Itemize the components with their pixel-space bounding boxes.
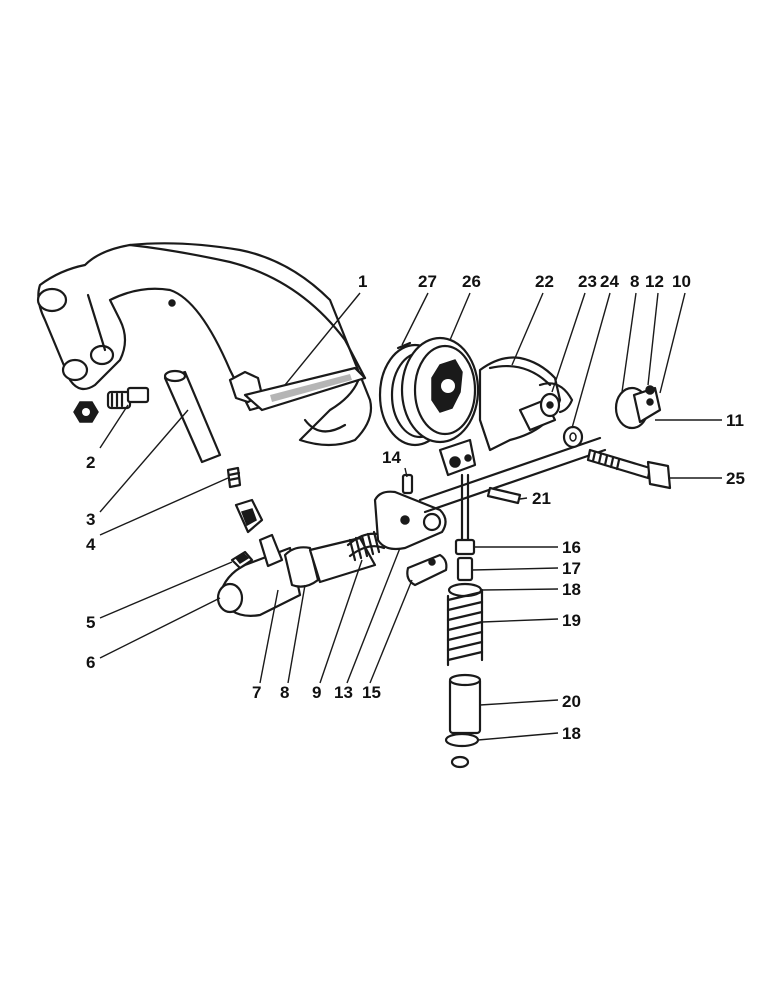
callout-8a: 8 (280, 683, 289, 702)
callout-13: 13 (334, 683, 353, 702)
callout-9: 9 (312, 683, 321, 702)
callout-25: 25 (726, 469, 745, 488)
callout-26: 26 (462, 272, 481, 291)
callout-18a: 18 (562, 580, 581, 599)
callout-3: 3 (86, 510, 95, 529)
callout-5: 5 (86, 613, 95, 632)
callout-27: 27 (418, 272, 437, 291)
callout-15: 15 (362, 683, 381, 702)
small-pin (401, 473, 414, 495)
callout-4: 4 (86, 535, 96, 554)
callout-8b: 8 (630, 272, 639, 291)
cross-shaft (418, 436, 607, 514)
callout-1: 1 (358, 272, 367, 291)
nut-and-bolt (73, 386, 150, 423)
callout-12: 12 (645, 272, 664, 291)
pivot-pin (406, 553, 448, 587)
washer (562, 425, 584, 449)
callout-7: 7 (252, 683, 261, 702)
callout-18b: 18 (562, 724, 581, 743)
callout-21: 21 (532, 489, 551, 508)
pin-rod (163, 369, 222, 464)
callout-labels: 1 2 3 4 5 6 7 8 9 13 15 14 21 16 17 18 1… (86, 272, 745, 743)
adjusting-screw (226, 466, 264, 534)
callout-6: 6 (86, 653, 95, 672)
bushing (518, 382, 574, 432)
pedal-lever (36, 242, 373, 447)
callout-19: 19 (562, 611, 581, 630)
callout-24: 24 (600, 272, 619, 291)
callout-16: 16 (562, 538, 581, 557)
callout-11: 11 (726, 411, 744, 430)
callout-2: 2 (86, 453, 95, 472)
callout-23: 23 (578, 272, 597, 291)
fork-lever (373, 490, 447, 551)
callout-14: 14 (382, 448, 401, 467)
pin-21 (486, 486, 522, 505)
tension-link (444, 473, 484, 769)
callout-10: 10 (672, 272, 691, 291)
callout-22: 22 (535, 272, 554, 291)
callout-20: 20 (562, 692, 581, 711)
brake-drum (378, 336, 480, 447)
bolt-25 (586, 448, 672, 490)
leader-lines (99, 292, 722, 741)
callout-17: 17 (562, 559, 581, 578)
end-collar (614, 385, 662, 430)
